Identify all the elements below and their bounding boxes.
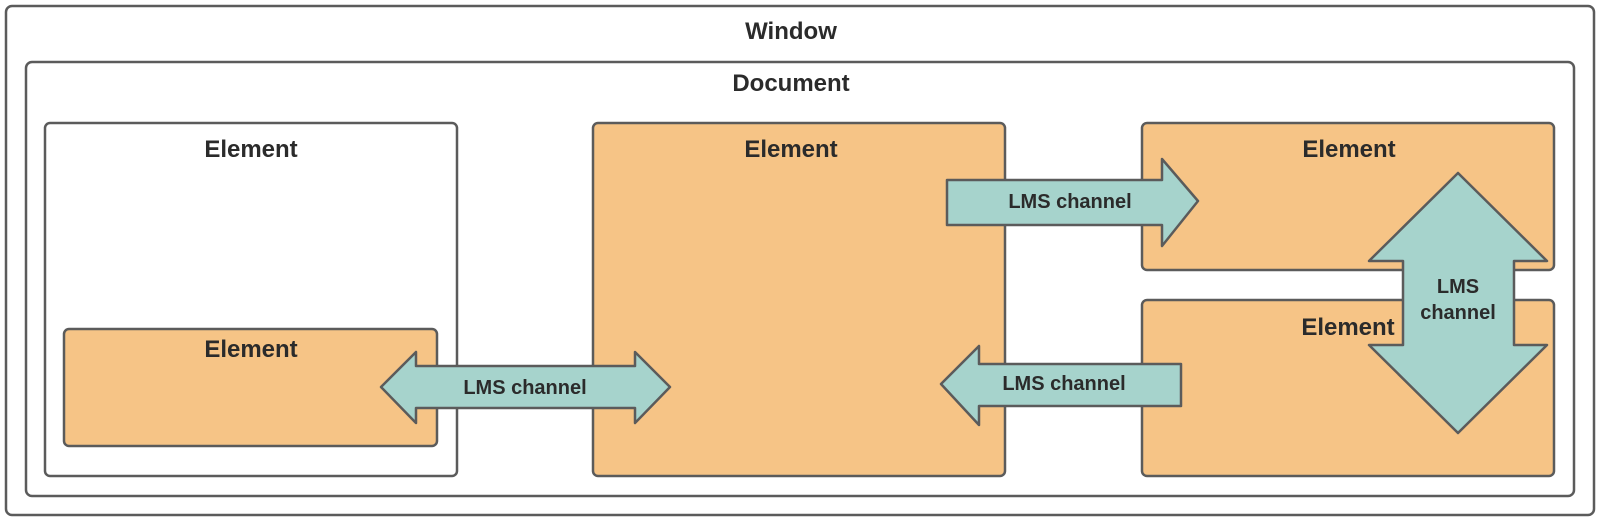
lms-channel-left-center-label: LMS channel — [463, 377, 586, 399]
element-left-outer-title: Element — [204, 136, 297, 163]
lms-channel-right-vertical-arrow — [1367, 171, 1549, 435]
element-center — [591, 121, 1007, 478]
lms-channel-right-vertical-label-line2: channel — [1420, 302, 1496, 324]
document-title: Document — [732, 70, 849, 97]
lms-channel-right-bottom-center-label: LMS channel — [1002, 373, 1125, 395]
element-center-title: Element — [744, 136, 837, 163]
lms-channel-center-right-top-label: LMS channel — [1008, 191, 1131, 213]
element-left-inner-title: Element — [204, 336, 297, 363]
lms-channel-right-bottom-center-arrow — [939, 344, 1183, 427]
lms-channel-left-center-arrow — [379, 350, 672, 425]
element-right-bottom-title: Element — [1301, 314, 1394, 341]
element-right-top-title: Element — [1302, 136, 1395, 163]
lms-channel-center-right-top-arrow — [945, 157, 1200, 248]
lms-channel-right-vertical-label-line1: LMS — [1437, 276, 1479, 298]
window-title: Window — [745, 18, 837, 45]
